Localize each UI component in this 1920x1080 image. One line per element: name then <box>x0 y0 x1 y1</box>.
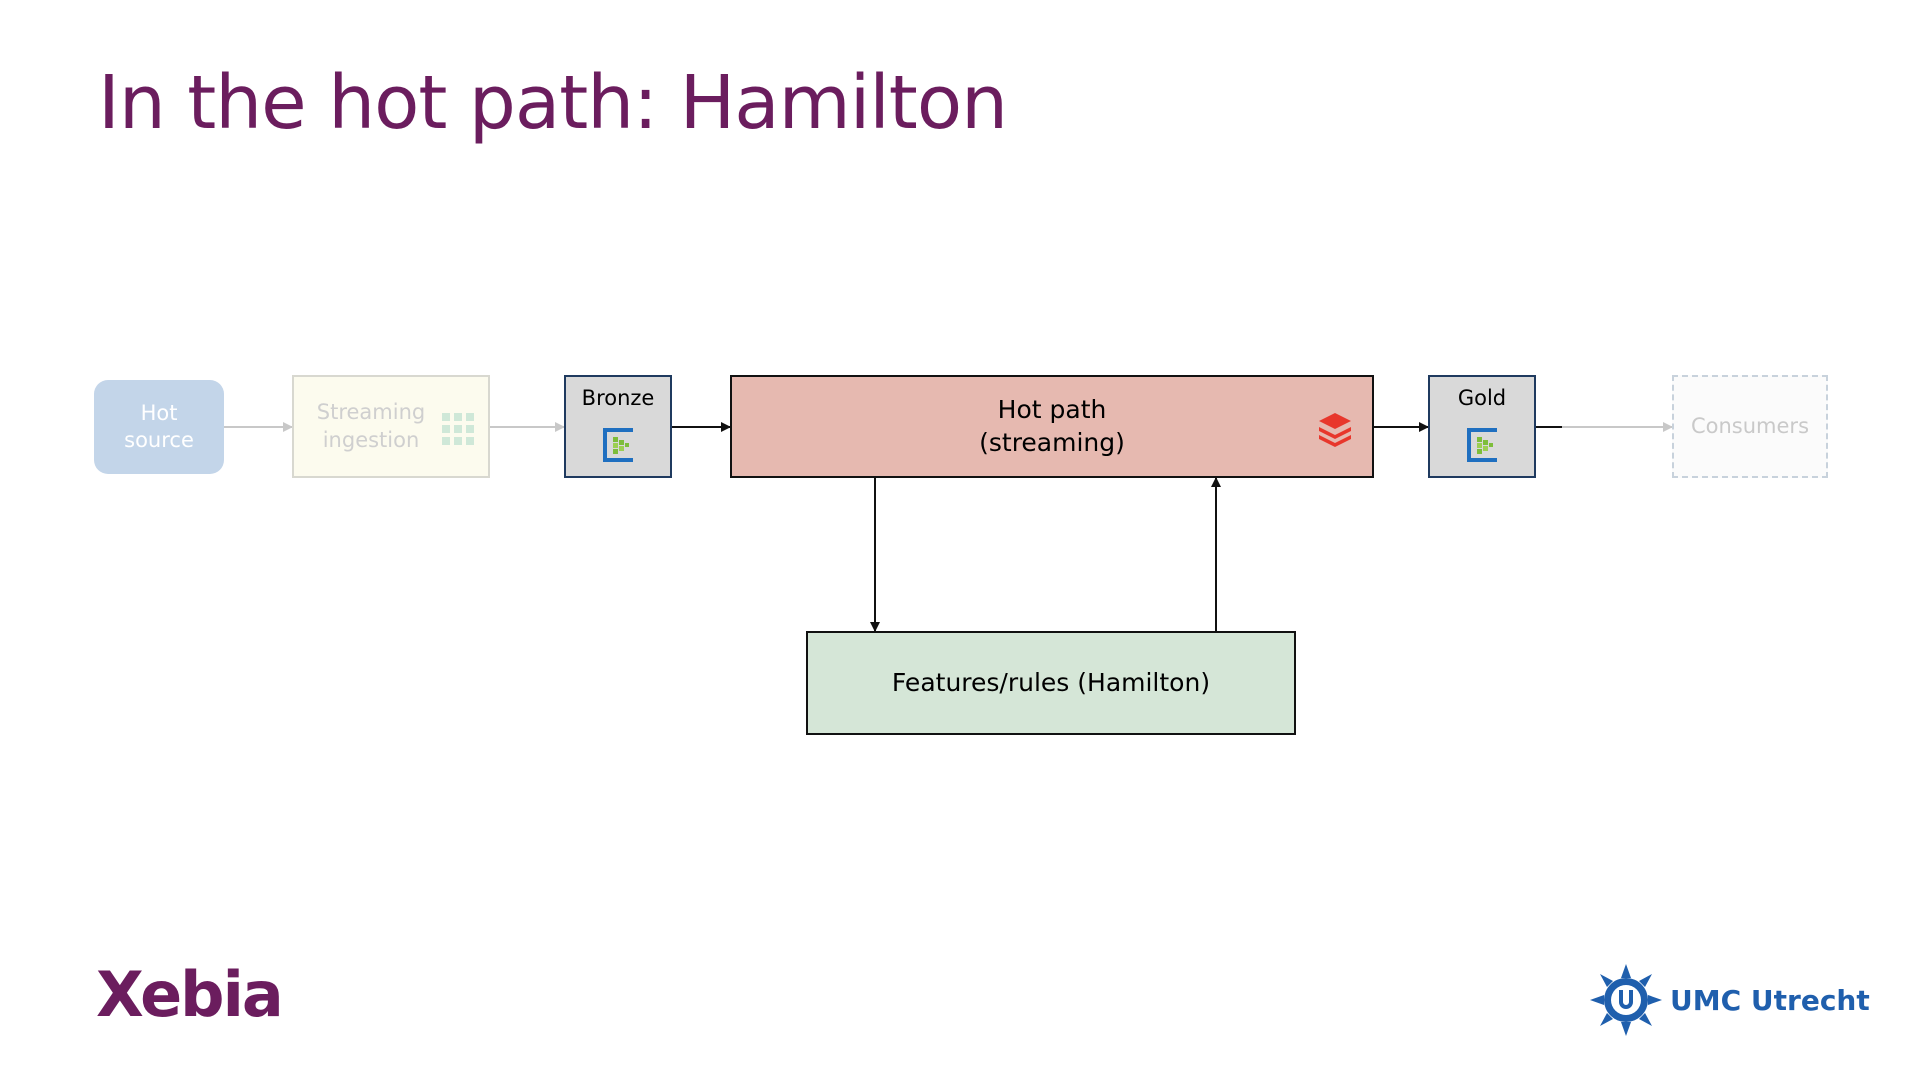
node-hot-source: Hot source <box>94 380 224 474</box>
node-features-rules-label: Features/rules (Hamilton) <box>891 667 1211 697</box>
node-hot-path-label: Hot path (streaming) <box>979 395 1125 457</box>
node-consumers: Consumers <box>1672 375 1828 478</box>
databricks-icon <box>1319 413 1351 447</box>
xebia-logo: Xebia <box>96 958 284 1031</box>
node-hot-source-label: Hot source <box>124 400 194 452</box>
node-bronze: Bronze <box>564 375 672 478</box>
node-streaming-ingestion: Streaming ingestion <box>292 375 490 478</box>
node-streaming-ingestion-label: Streaming ingestion <box>316 400 426 452</box>
node-hot-path: Hot path (streaming) <box>730 375 1374 478</box>
umc-utrecht-logo: UMC Utrecht <box>1588 962 1870 1038</box>
node-gold: Gold <box>1428 375 1536 478</box>
storage-icon <box>603 428 633 463</box>
node-bronze-label: Bronze <box>581 386 655 410</box>
node-features-rules: Features/rules (Hamilton) <box>806 631 1296 735</box>
node-consumers-label: Consumers <box>1690 413 1810 438</box>
slide-title: In the hot path: Hamilton <box>98 60 1008 146</box>
event-hub-icon <box>442 413 474 445</box>
umc-sun-icon <box>1590 964 1662 1036</box>
umc-utrecht-wordmark: UMC Utrecht <box>1670 983 1870 1017</box>
storage-icon <box>1467 428 1497 463</box>
node-gold-label: Gold <box>1457 386 1507 410</box>
